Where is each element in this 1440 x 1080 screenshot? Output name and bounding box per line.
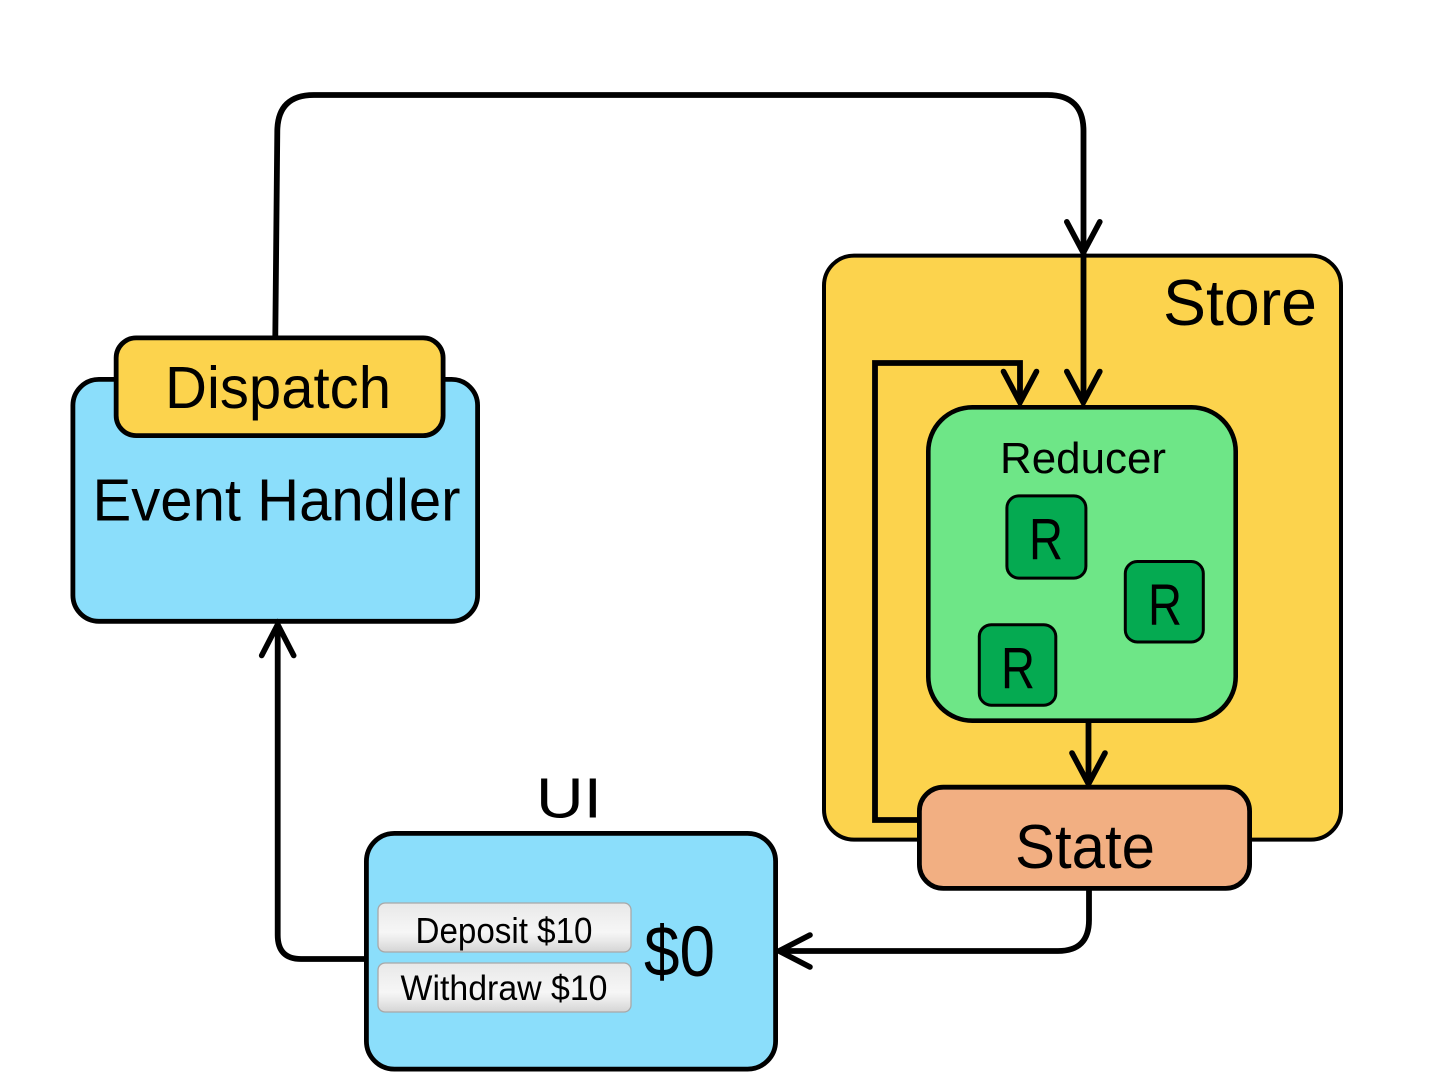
svg-text:Withdraw $10: Withdraw $10 <box>401 969 608 1008</box>
svg-text:Deposit $10: Deposit $10 <box>416 910 593 951</box>
svg-text:Store: Store <box>1163 266 1317 339</box>
svg-text:State: State <box>1015 813 1155 882</box>
svg-text:R: R <box>1029 507 1063 572</box>
svg-text:R: R <box>1148 573 1182 638</box>
svg-text:R: R <box>1001 636 1035 701</box>
svg-text:Event Handler: Event Handler <box>93 467 461 534</box>
svg-text:$0: $0 <box>644 913 715 992</box>
svg-text:UI: UI <box>536 767 602 831</box>
svg-text:Dispatch: Dispatch <box>165 355 391 421</box>
svg-text:Reducer: Reducer <box>1000 434 1166 483</box>
